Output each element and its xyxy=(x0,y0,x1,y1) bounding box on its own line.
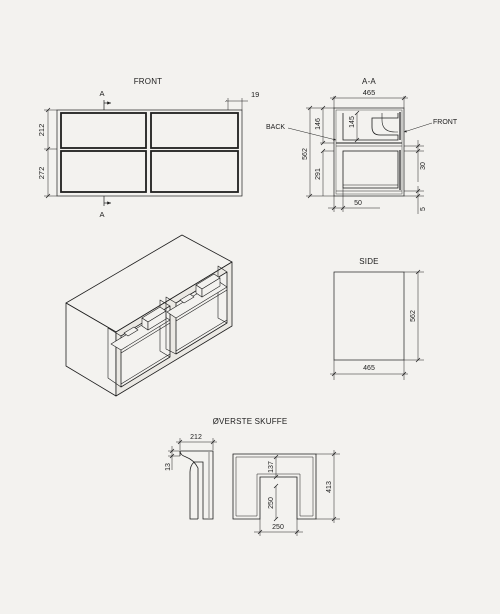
front-view-title: FRONT xyxy=(134,77,163,86)
dim-13: 13 xyxy=(165,463,172,471)
dim-465-top: 465 xyxy=(363,88,376,97)
callout-back-leader xyxy=(287,127,337,141)
drawer-profile xyxy=(180,450,214,520)
side-outline xyxy=(333,271,405,361)
isometric-view xyxy=(65,234,233,397)
drawer-front-bottom-right xyxy=(150,150,239,193)
drawer-front-bottom-left xyxy=(60,150,147,193)
drawer-front-top-right xyxy=(150,112,239,149)
dim-212-drawer: 212 xyxy=(190,434,202,441)
dim-465-side: 465 xyxy=(363,365,375,372)
drawer-view-title: ØVERSTE SKUFFE xyxy=(213,417,288,426)
dim-146: 146 xyxy=(315,118,322,130)
callout-back: BACK xyxy=(266,124,285,131)
drawer-front-elevation xyxy=(232,453,317,520)
bottom-drawer-section xyxy=(342,150,399,189)
dim-212: 212 xyxy=(37,124,46,137)
dim-137: 137 xyxy=(268,461,275,473)
section-view-title: A-A xyxy=(362,77,376,86)
top-drawer-profile xyxy=(342,113,399,141)
dim-5: 5 xyxy=(420,207,427,211)
dim-413: 413 xyxy=(326,481,333,493)
drawer-front-top-left xyxy=(60,112,147,149)
section-outline xyxy=(333,107,405,197)
dim-50: 50 xyxy=(354,200,362,207)
section-marker-top: A xyxy=(99,89,104,98)
dim-145: 145 xyxy=(349,116,356,128)
dim-562-side: 562 xyxy=(410,310,417,322)
top-drawer-view: ØVERSTE SKUFFE 212 13 137 250 xyxy=(165,417,340,536)
front-view: FRONT A A 19 212 272 xyxy=(37,77,259,219)
section-marker-bottom: A xyxy=(99,210,104,219)
section-a-a-view: A-A 465 145 146 xyxy=(266,77,458,214)
dim-250-horizontal: 250 xyxy=(272,524,284,531)
dim-562-section: 562 xyxy=(302,148,309,160)
side-view: SIDE 562 465 xyxy=(330,257,424,380)
front-outline xyxy=(56,109,243,197)
dim-291: 291 xyxy=(315,168,322,180)
dim-250-vertical: 250 xyxy=(268,497,275,509)
dim-272: 272 xyxy=(37,167,46,180)
callout-front: FRONT xyxy=(433,119,458,126)
dim-30: 30 xyxy=(420,162,427,170)
side-view-title: SIDE xyxy=(359,257,378,266)
dim-19: 19 xyxy=(251,90,259,99)
callout-front-leader xyxy=(403,122,433,133)
